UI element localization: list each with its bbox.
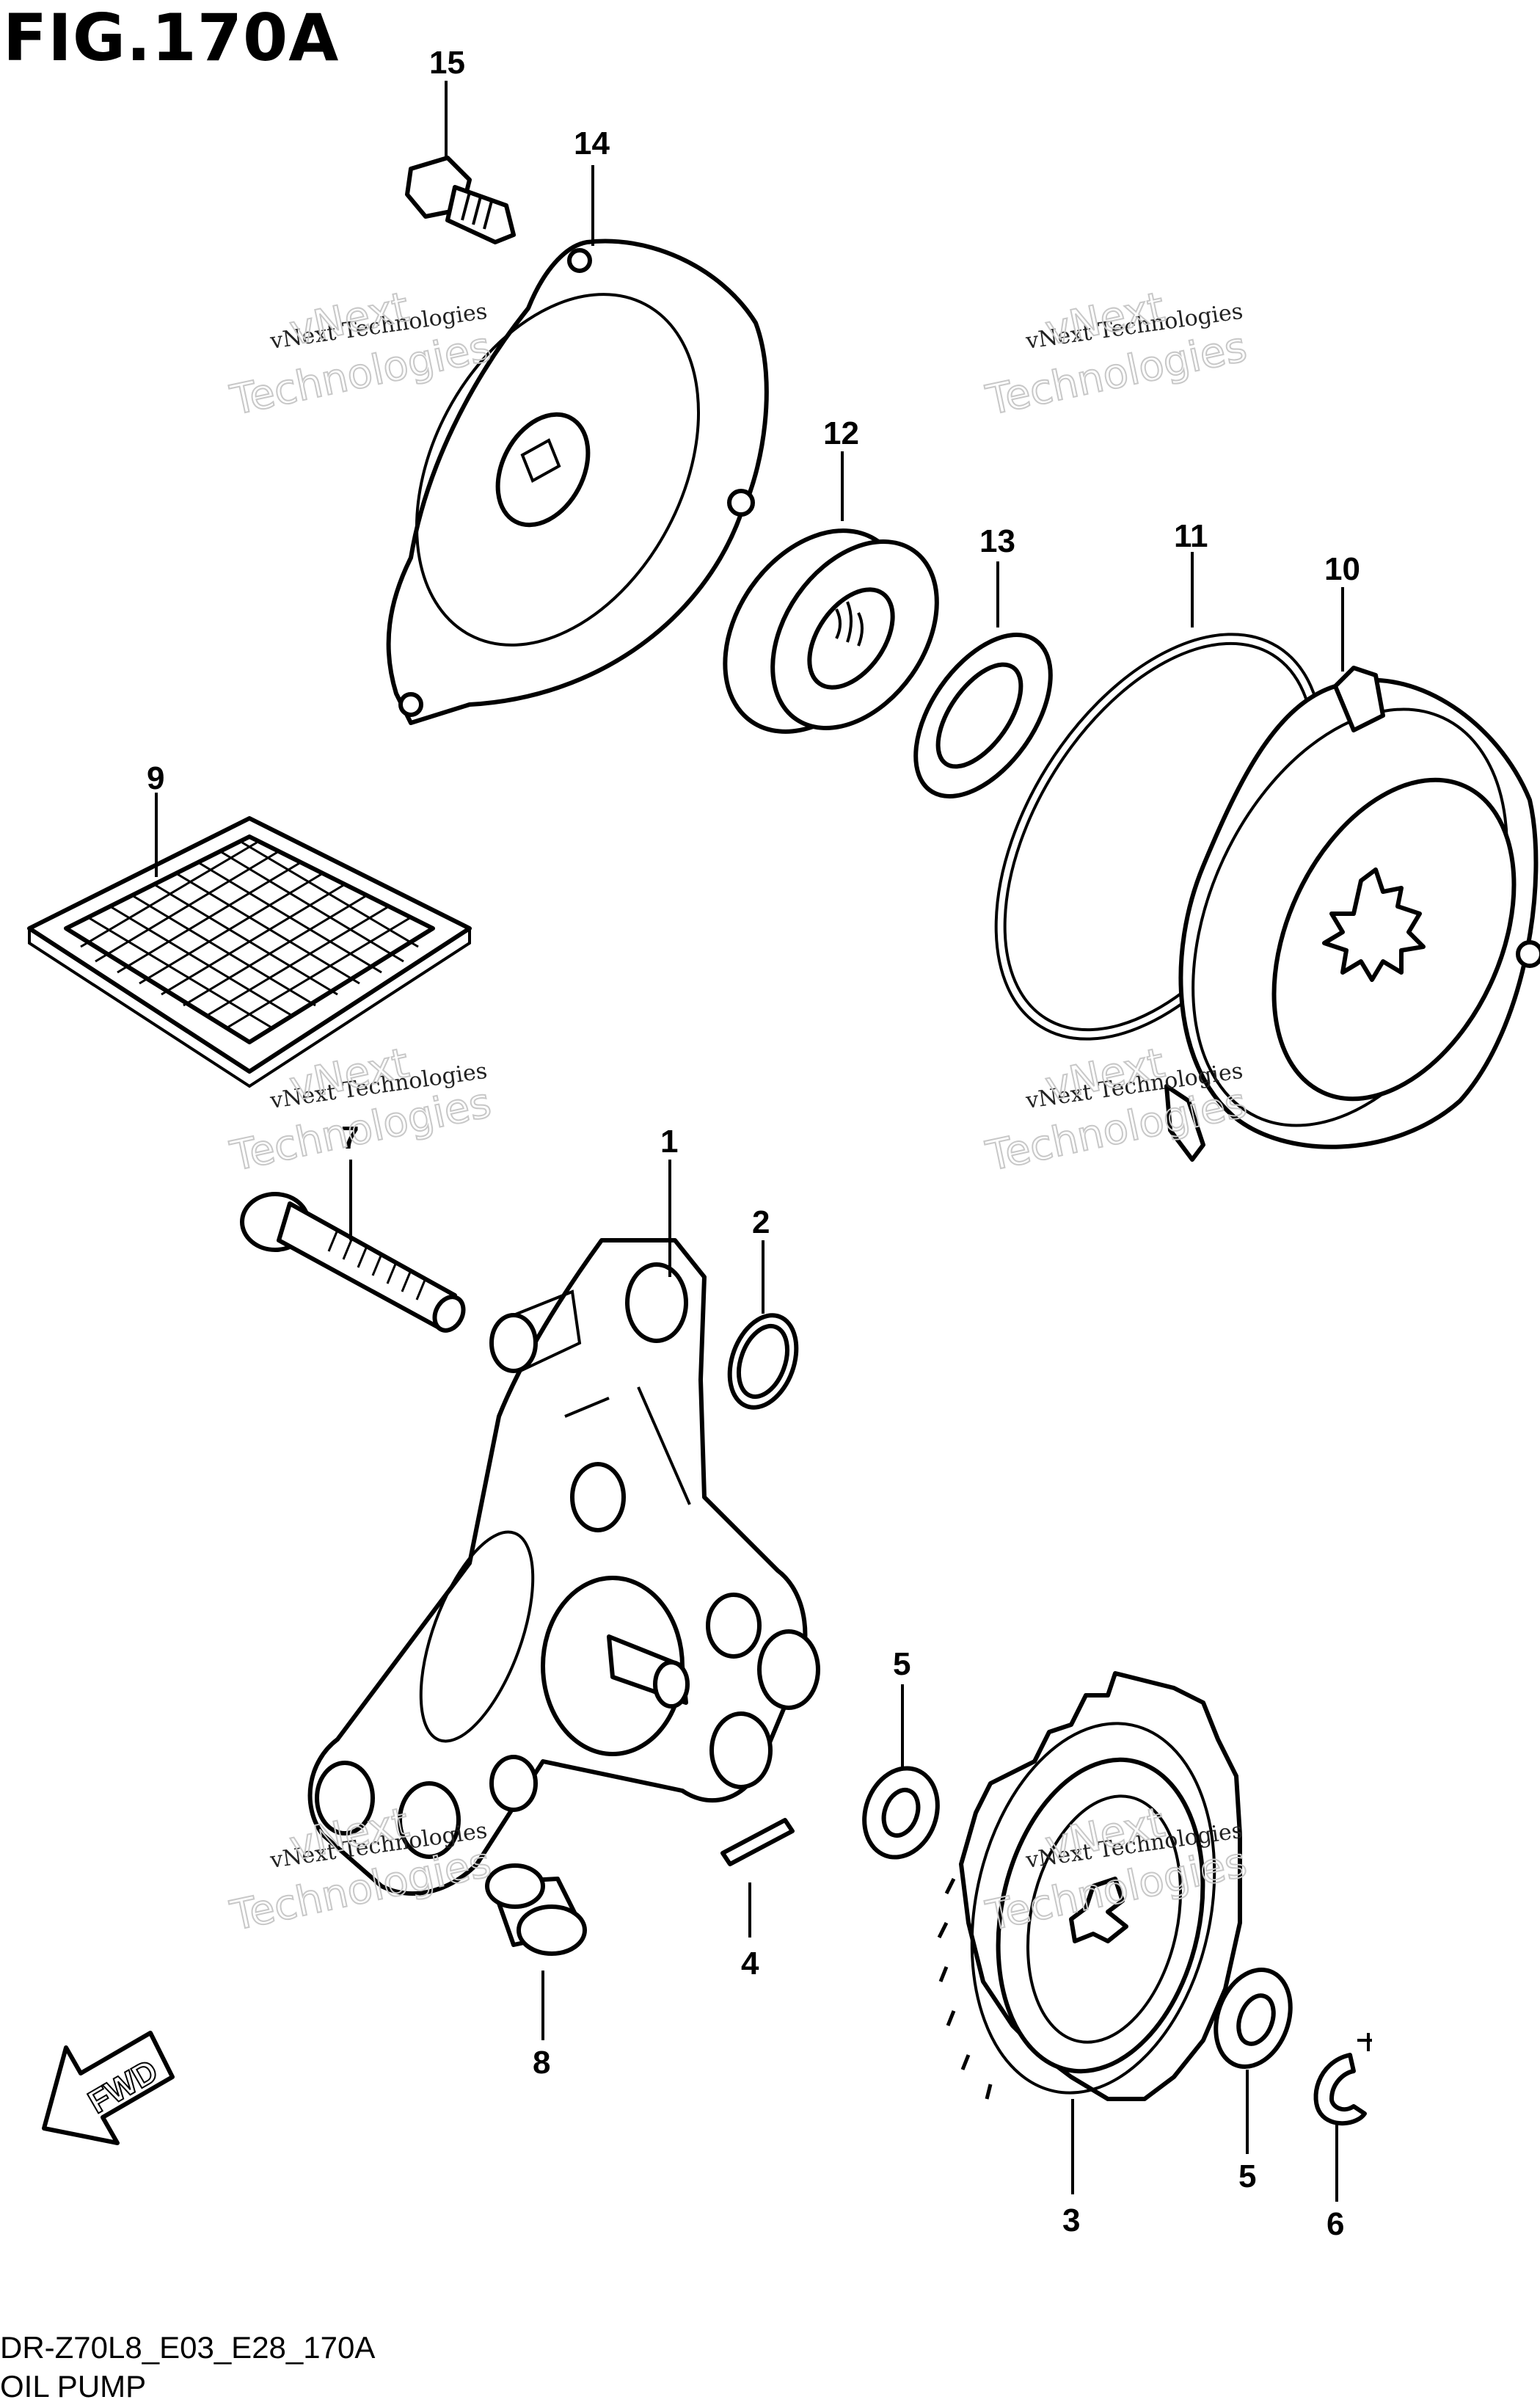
callout-5-lower: 5 [1238,2158,1256,2194]
callout-5-upper: 5 [893,1646,911,1682]
callout-8: 8 [533,2045,550,2081]
part-8-dowel [485,1863,587,1956]
callout-9: 9 [147,760,164,796]
part-5-washer-lower [1214,1968,1293,2069]
part-7-bolt [240,1192,466,1333]
callout-12: 12 [823,415,859,451]
callout-7: 7 [341,1120,359,1156]
fwd-direction-arrow: FWD [42,2031,175,2145]
callout-10: 10 [1324,551,1360,587]
callout-numbers: 15 14 12 13 11 10 9 7 1 2 5 4 8 3 5 6 [147,45,1360,2242]
diagram-caption: OIL PUMP [0,2369,147,2404]
part-10-pump-housing [1164,666,1540,1162]
callout-15: 15 [429,45,465,81]
part-2-o-ring [727,1313,799,1410]
part-5-washer-upper [862,1766,940,1860]
callout-3: 3 [1062,2202,1080,2238]
part-1-pump-body [307,1238,820,1896]
part-15-bolt [405,156,516,244]
figure-title: FIG.170A [3,0,340,76]
part-6-circlip [1313,2033,1372,2126]
part-12-oil-seal [723,528,939,734]
callout-11: 11 [1174,518,1208,554]
callout-1: 1 [660,1124,678,1160]
callout-2: 2 [752,1204,770,1240]
callout-4: 4 [741,1946,759,1982]
callout-14: 14 [574,125,610,161]
part-4-pin [720,1818,795,1866]
diagram-code: DR-Z70L8_E03_E28_170A [0,2330,376,2365]
part-13-washer [913,633,1053,798]
part-14-cover [386,239,769,725]
callout-13: 13 [979,523,1015,559]
leader-lines [155,81,1344,2202]
watermarks: vNext Technologies vNext Technologies vN… [225,283,1251,1941]
callout-6: 6 [1326,2206,1344,2242]
part-3-gear [937,1671,1242,2101]
part-9-strainer [27,816,472,1088]
